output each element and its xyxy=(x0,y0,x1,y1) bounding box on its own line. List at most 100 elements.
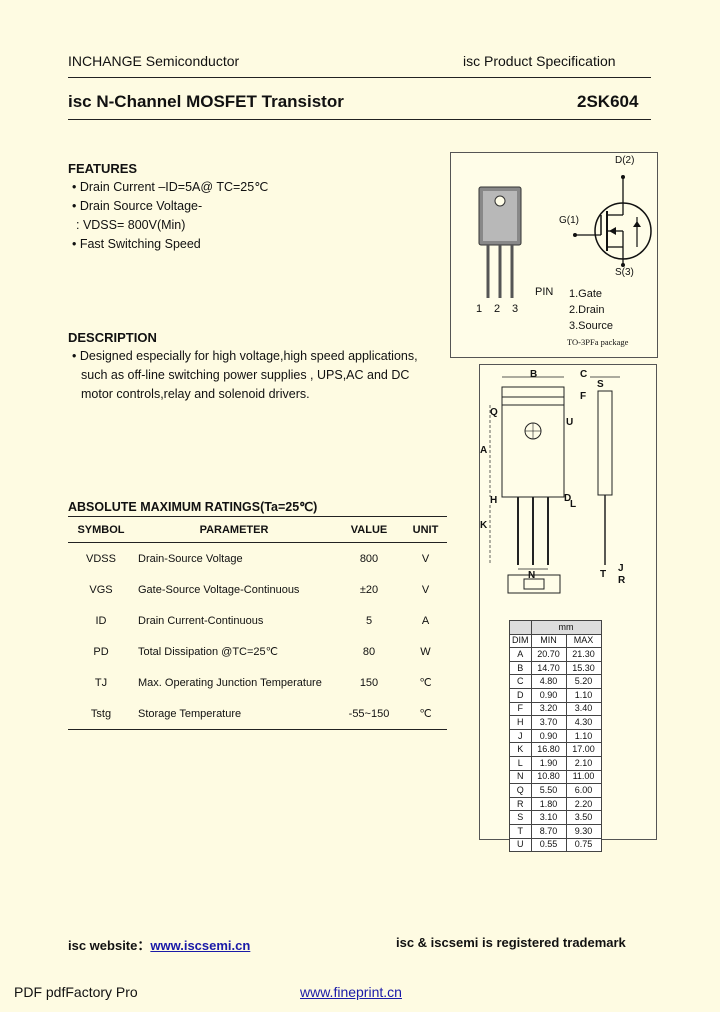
feature-item: • Drain Current –ID=5A@ TC=25℃ xyxy=(72,180,269,194)
feature-item: • Fast Switching Speed xyxy=(72,237,201,251)
website-line: isc website：www.iscsemi.cn xyxy=(68,935,250,954)
table-row: Tstg Storage Temperature -55~150 ℃ xyxy=(68,698,447,730)
fineprint-link[interactable]: www.fineprint.cn xyxy=(300,984,402,1000)
pin-list: 1.Gate 2.Drain 3.Source xyxy=(569,286,613,334)
table-row: PD Total Dissipation @TC=25℃ 80 W xyxy=(68,636,447,667)
table-row: VDSS Drain-Source Voltage 800 V xyxy=(68,542,447,574)
dim-cell: R xyxy=(509,796,532,812)
dim-col-header: MIN xyxy=(530,633,567,649)
ratings-symbol: VGS xyxy=(89,583,113,596)
dim-cell: 16.80 xyxy=(530,742,567,757)
dim-label: U xyxy=(566,417,574,428)
dim-cell: K xyxy=(509,742,532,757)
pin-item: 1.Gate xyxy=(569,288,603,300)
dim-cell: 3.10 xyxy=(530,810,567,825)
pin-number-1: 1 xyxy=(476,303,483,315)
table-row: VGS Gate-Source Voltage-Continuous ±20 V xyxy=(68,574,447,605)
dim-cell: Q xyxy=(509,783,532,798)
company-name: INCHANGE Semiconductor xyxy=(68,53,240,69)
dim-cell: 17.00 xyxy=(565,742,602,757)
dim-cell: 15.30 xyxy=(565,660,602,676)
ratings-heading: ABSOLUTE MAXIMUM RATINGS(Ta=25℃) xyxy=(68,500,318,514)
ratings-col-header: UNIT xyxy=(412,524,439,536)
pin-heading: PIN xyxy=(535,286,554,298)
dim-cell: 8.70 xyxy=(530,823,567,839)
table-row: ID Drain Current-Continuous 5 A xyxy=(68,605,447,636)
ratings-parameter: Gate-Source Voltage-Continuous xyxy=(138,583,300,596)
ratings-unit: V xyxy=(404,542,447,574)
features-heading: FEATURES xyxy=(68,161,138,176)
dim-cell: 2.10 xyxy=(565,755,602,771)
ratings-value: ±20 xyxy=(359,583,379,596)
dim-cell: C xyxy=(509,674,532,689)
dim-cell: 20.70 xyxy=(530,647,567,662)
package-illustration xyxy=(478,175,652,298)
description-heading: DESCRIPTION xyxy=(68,330,157,345)
dim-cell: 0.90 xyxy=(530,728,567,744)
dim-cell: 1.80 xyxy=(530,796,567,812)
description-text: • Designed especially for high voltage,h… xyxy=(72,347,418,404)
ratings-symbol: VDSS xyxy=(68,542,134,574)
dim-cell: T xyxy=(509,823,532,839)
description-line: • Designed especially for high voltage,h… xyxy=(72,349,418,363)
ratings-value: 80 xyxy=(362,645,376,658)
dim-cell: 1.10 xyxy=(565,687,602,703)
ratings-unit: W xyxy=(420,645,431,658)
ratings-col-header: VALUE xyxy=(350,524,388,536)
dim-cell: 2.20 xyxy=(565,796,602,812)
dim-cell: 3.20 xyxy=(530,701,567,717)
ratings-symbol: TJ xyxy=(94,676,108,689)
ratings-col-header: PARAMETER xyxy=(199,524,269,536)
dim-label: K xyxy=(480,520,488,531)
table-row: TJ Max. Operating Junction Temperature 1… xyxy=(68,667,447,698)
ratings-rule xyxy=(68,516,447,517)
dim-cell: 3.70 xyxy=(530,715,567,730)
dim-cell: 14.70 xyxy=(530,660,567,676)
pin-label-drain: D(2) xyxy=(615,155,635,166)
pin-number-3: 3 xyxy=(512,303,519,315)
trademark-text: isc & iscsemi is registered trademark xyxy=(396,935,626,950)
ratings-symbol: PD xyxy=(93,645,109,658)
ratings-unit: ℃ xyxy=(404,698,447,730)
dim-label: D xyxy=(564,493,572,504)
ratings-unit: A xyxy=(421,614,430,627)
dim-cell: 5.20 xyxy=(565,674,602,689)
dim-cell: 21.30 xyxy=(565,647,602,662)
dim-label: C xyxy=(580,369,588,380)
pin-label-source: S(3) xyxy=(615,267,634,278)
features-list: • Drain Current –ID=5A@ TC=25℃ • Drain S… xyxy=(72,178,268,254)
dim-cell: H xyxy=(509,715,532,730)
pin-number-2: 2 xyxy=(494,303,501,315)
dim-cell: N xyxy=(509,769,532,785)
ratings-parameter: Max. Operating Junction Temperature xyxy=(138,676,322,689)
doc-title: isc N-Channel MOSFET Transistor xyxy=(68,92,344,111)
dim-label: S xyxy=(597,379,604,390)
ratings-value: -55~150 xyxy=(334,698,404,730)
dim-label: N xyxy=(528,570,536,581)
ratings-value: 800 xyxy=(334,542,404,574)
pin-item: 3.Source xyxy=(569,320,614,332)
description-line: such as off-line switching power supplie… xyxy=(81,368,410,382)
dim-cell: 1.10 xyxy=(565,728,602,744)
part-number: 2SK604 xyxy=(577,92,639,111)
description-line: motor controls,relay and solenoid driver… xyxy=(81,387,310,401)
dim-cell: 11.00 xyxy=(565,769,602,785)
dim-cell: A xyxy=(509,647,532,662)
dim-cell: 4.80 xyxy=(530,674,567,689)
ratings-unit: V xyxy=(421,583,430,596)
ratings-unit: ℃ xyxy=(419,677,432,689)
dim-cell: 4.30 xyxy=(565,715,602,730)
feature-item: • Drain Source Voltage- xyxy=(72,199,203,213)
pdf-factory-label: PDF pdfFactory Pro xyxy=(14,984,138,1000)
spec-label: isc Product Specification xyxy=(463,53,616,69)
dim-cell: J xyxy=(509,728,532,744)
dim-cell: 9.30 xyxy=(565,823,602,839)
dim-cell: L xyxy=(509,755,532,771)
dim-label: H xyxy=(490,495,498,506)
ratings-parameter: Total Dissipation @TC=25℃ xyxy=(138,646,278,658)
ratings-symbol: Tstg xyxy=(68,698,134,730)
dim-label: Q xyxy=(490,407,498,418)
dim-cell: 3.40 xyxy=(565,701,602,717)
website-link[interactable]: www.iscsemi.cn xyxy=(150,938,251,953)
ratings-table: SYMBOL PARAMETER VALUE UNIT VDSS Drain-S… xyxy=(68,518,447,730)
